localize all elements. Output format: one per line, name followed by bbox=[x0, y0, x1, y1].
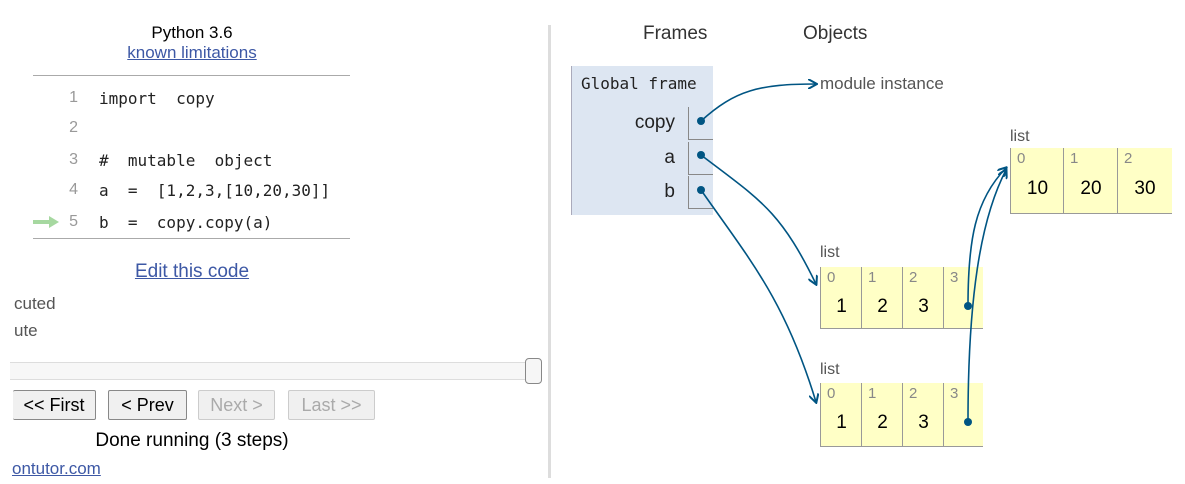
list-index: 2 bbox=[909, 269, 918, 286]
list-index: 3 bbox=[950, 269, 959, 286]
last-button[interactable]: Last >> bbox=[288, 390, 375, 420]
code-bottom-divider bbox=[33, 238, 350, 239]
arrow-b bbox=[700, 189, 816, 402]
footer-link[interactable]: ontutor.com bbox=[12, 459, 101, 478]
prev-button[interactable]: < Prev bbox=[108, 390, 187, 420]
legend-executed: cuted bbox=[14, 294, 56, 313]
arrow-a3 bbox=[967, 168, 1006, 307]
pointer-slot bbox=[688, 107, 713, 140]
python-version: Python 3.6 bbox=[151, 23, 233, 42]
edit-code-link[interactable]: Edit this code bbox=[134, 261, 250, 282]
arrow-a bbox=[700, 154, 816, 284]
list-value: 3 bbox=[918, 412, 929, 433]
list-index: 2 bbox=[909, 385, 918, 402]
pointer-dot bbox=[697, 117, 705, 125]
objects-header: Objects bbox=[803, 23, 868, 44]
list-value: 2 bbox=[877, 296, 888, 317]
line-number: 1 bbox=[69, 89, 78, 106]
pointer-dot bbox=[697, 151, 705, 159]
var-a: a bbox=[664, 147, 675, 168]
list-value: 3 bbox=[918, 296, 929, 317]
pointer-dot bbox=[697, 186, 705, 194]
pointer-slot bbox=[688, 142, 713, 175]
list-index: 0 bbox=[1017, 150, 1026, 167]
var-copy: copy bbox=[634, 112, 675, 133]
list-label: list bbox=[820, 244, 840, 261]
arrow-copy bbox=[700, 84, 816, 122]
list-index: 1 bbox=[868, 269, 877, 286]
list-value: 1 bbox=[836, 296, 847, 317]
next-button[interactable]: Next > bbox=[198, 390, 275, 420]
list-value: 20 bbox=[1080, 178, 1102, 199]
list-index: 0 bbox=[827, 269, 836, 286]
list-value: 30 bbox=[1134, 178, 1156, 199]
list-value: 10 bbox=[1026, 178, 1049, 199]
panel-divider bbox=[548, 25, 551, 478]
status-text: Done running (3 steps) bbox=[95, 430, 289, 451]
list-index: 1 bbox=[868, 385, 877, 402]
list-label: list bbox=[1010, 128, 1030, 145]
list-index: 2 bbox=[1124, 150, 1133, 167]
list-index: 1 bbox=[1070, 150, 1079, 167]
list-index: 3 bbox=[950, 385, 959, 402]
line-number: 3 bbox=[69, 151, 78, 168]
frames-header: Frames bbox=[643, 23, 708, 44]
slider-handle[interactable] bbox=[525, 358, 542, 384]
code-top-divider bbox=[33, 75, 350, 76]
code-text: # mutable object bbox=[99, 151, 273, 170]
pointer-dot bbox=[964, 418, 972, 426]
arrow-b3 bbox=[967, 170, 1006, 423]
code-text: b = copy.copy(a) bbox=[99, 213, 273, 232]
legend-to-execute: ute bbox=[14, 321, 38, 340]
line-number: 4 bbox=[69, 181, 78, 198]
var-b: b bbox=[664, 181, 675, 202]
list-value: 1 bbox=[836, 412, 847, 433]
line-number: 5 bbox=[69, 213, 78, 230]
list-index: 0 bbox=[827, 385, 836, 402]
list-cell: 3 bbox=[943, 383, 983, 447]
module-instance: module instance bbox=[820, 74, 944, 93]
line-number: 2 bbox=[69, 119, 78, 136]
current-line-arrow-icon bbox=[33, 216, 59, 228]
code-text: a = [1,2,3,[10,20,30]] bbox=[99, 181, 331, 200]
list-label: list bbox=[820, 361, 840, 378]
known-limitations-link[interactable]: known limitations bbox=[127, 43, 257, 62]
list-value: 2 bbox=[877, 412, 888, 433]
code-text: import copy bbox=[99, 89, 215, 108]
first-button[interactable]: << First bbox=[13, 390, 96, 420]
pointer-dot bbox=[964, 302, 972, 310]
pointer-slot bbox=[688, 176, 713, 209]
global-frame-title: Global frame bbox=[581, 74, 697, 93]
global-frame: Global frame copy a b bbox=[571, 66, 713, 215]
